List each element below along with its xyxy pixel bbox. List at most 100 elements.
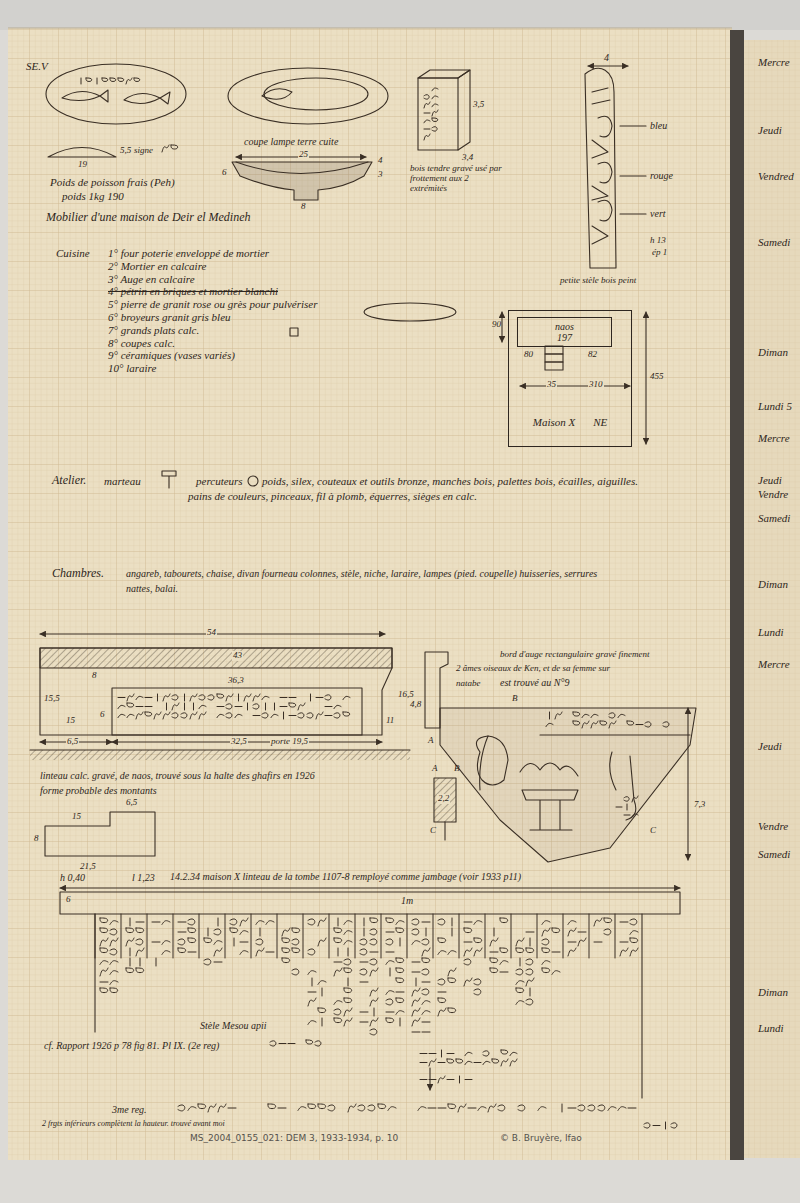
hieroglyph-stroke	[396, 998, 404, 1003]
hieroglyph-stroke	[448, 978, 456, 983]
sketch-line	[264, 78, 368, 110]
dimension-number: 8	[92, 671, 97, 681]
column-divider	[459, 914, 460, 958]
hieroglyph-stroke	[388, 1107, 396, 1111]
hieroglyph-stroke	[178, 932, 186, 933]
hieroglyph-stroke	[136, 948, 144, 956]
hieroglyph-stroke	[100, 968, 108, 976]
hieroglyph-stroke	[432, 96, 438, 99]
hieroglyph-stroke	[318, 1008, 326, 1013]
hieroglyph-stroke	[422, 1032, 430, 1033]
hieroglyph-stroke	[100, 948, 108, 953]
hieroglyph-stroke	[386, 1012, 394, 1013]
handwritten-note: 1° four poterie enveloppé de mortier	[108, 247, 269, 259]
hieroglyph-stroke	[100, 918, 108, 923]
hieroglyph-stroke	[126, 78, 132, 84]
handwritten-note: 9° céramiques (vases variés)	[108, 349, 235, 361]
hieroglyph-stroke	[432, 104, 438, 107]
hieroglyph-stroke	[172, 713, 178, 718]
hieroglyph-stroke	[360, 1022, 368, 1023]
sketch-line	[8, 28, 732, 1160]
hieroglyph-stroke	[438, 1062, 445, 1063]
handwritten-note: linteau calc. gravé, de naos, trouvé sou…	[40, 770, 315, 781]
diary-day: Diman	[758, 986, 788, 998]
hieroglyph-stroke	[370, 1029, 377, 1035]
hieroglyph-stroke	[100, 988, 108, 993]
hieroglyph-stroke	[370, 952, 378, 953]
hieroglyph-stroke	[400, 938, 401, 946]
hieroglyph-stroke	[422, 989, 429, 995]
section-letter: A	[432, 764, 438, 774]
hieroglyph-stroke	[591, 721, 598, 728]
hieroglyph-stroke	[474, 1062, 481, 1063]
handwritten-note: 7° grands plats calc.	[108, 324, 199, 336]
hieroglyph-stroke	[500, 918, 508, 923]
sketch-line	[112, 688, 362, 735]
hieroglyph-stroke	[418, 1107, 426, 1111]
hieroglyph-stroke	[316, 712, 323, 719]
hieroglyph-stroke	[386, 1018, 394, 1023]
hieroglyph-stroke	[280, 697, 287, 698]
hieroglyph-stroke	[526, 978, 534, 986]
hieroglyph-stroke	[226, 713, 232, 718]
hieroglyph-stroke	[289, 697, 296, 698]
handwritten-note: 8° coupes calc.	[108, 337, 175, 349]
hieroglyph-stroke	[591, 714, 598, 717]
sketch-line	[620, 175, 646, 176]
diary-day: Diman	[758, 578, 788, 590]
hieroglyph-stroke	[235, 706, 242, 707]
hieroglyph-stroke	[412, 1018, 420, 1026]
hieroglyph-stroke	[266, 921, 274, 925]
sketch-line	[236, 162, 368, 174]
hieroglyph-stroke	[618, 1107, 626, 1111]
diary-day: Lundi	[758, 1022, 784, 1034]
hieroglyph-stroke	[228, 1108, 236, 1109]
sketch-line	[8, 28, 732, 1160]
hieroglyph-stroke	[188, 919, 195, 925]
hieroglyph-stroke	[448, 1008, 456, 1013]
hieroglyph-stroke	[632, 814, 638, 817]
dimension-number: 8	[301, 202, 306, 212]
diary-day: Jeudi	[758, 740, 782, 752]
hieroglyph-stroke	[199, 705, 206, 708]
column-divider	[329, 914, 330, 958]
hieroglyph-stroke	[364, 918, 365, 926]
section-letter: C	[650, 826, 656, 836]
column-divider	[381, 914, 382, 958]
handwritten-note: Mobilier d'une maison de Deir el Medineh	[46, 211, 251, 224]
hieroglyph-stroke	[516, 981, 524, 985]
hieroglyph-stroke	[447, 1079, 454, 1080]
sketch-line	[8, 28, 732, 1160]
hieroglyph-stroke	[526, 969, 533, 975]
hieroglyph-stroke	[422, 969, 429, 975]
hieroglyph-stroke	[636, 724, 643, 725]
hieroglyph-stroke	[188, 952, 196, 953]
hieroglyph-stroke	[166, 703, 167, 710]
hieroglyph-stroke	[609, 713, 615, 718]
hieroglyph-stroke	[268, 1104, 276, 1109]
hieroglyph-stroke	[118, 697, 125, 698]
handwritten-note: pains de couleurs, pinceaux, fil à plomb…	[188, 490, 477, 502]
hieroglyph-stroke	[136, 696, 143, 699]
sketch-line	[520, 385, 630, 386]
hieroglyph-stroke	[110, 921, 118, 925]
hieroglyph-stroke	[334, 1001, 342, 1005]
hieroglyph-stroke	[620, 948, 628, 956]
hieroglyph-stroke	[298, 703, 305, 710]
hieroglyph-stroke	[594, 918, 602, 926]
sketch-line	[124, 92, 170, 104]
hieroglyph-stroke	[240, 942, 248, 943]
hieroglyph-stroke	[322, 988, 323, 996]
naos-box: naos197	[517, 317, 612, 347]
hieroglyph-stroke	[193, 703, 194, 710]
hieroglyph-stroke	[429, 1053, 436, 1054]
hieroglyph-stroke	[306, 1040, 313, 1044]
sketch-line	[48, 148, 116, 158]
sketch-line	[588, 65, 628, 66]
hieroglyph-stroke	[308, 1021, 316, 1025]
hieroglyph-stroke	[510, 1059, 517, 1066]
node-text: naos	[555, 321, 574, 332]
hieroglyph-stroke	[370, 939, 377, 945]
hieroglyph-stroke	[240, 918, 248, 926]
hieroglyph-stroke	[438, 1108, 446, 1109]
